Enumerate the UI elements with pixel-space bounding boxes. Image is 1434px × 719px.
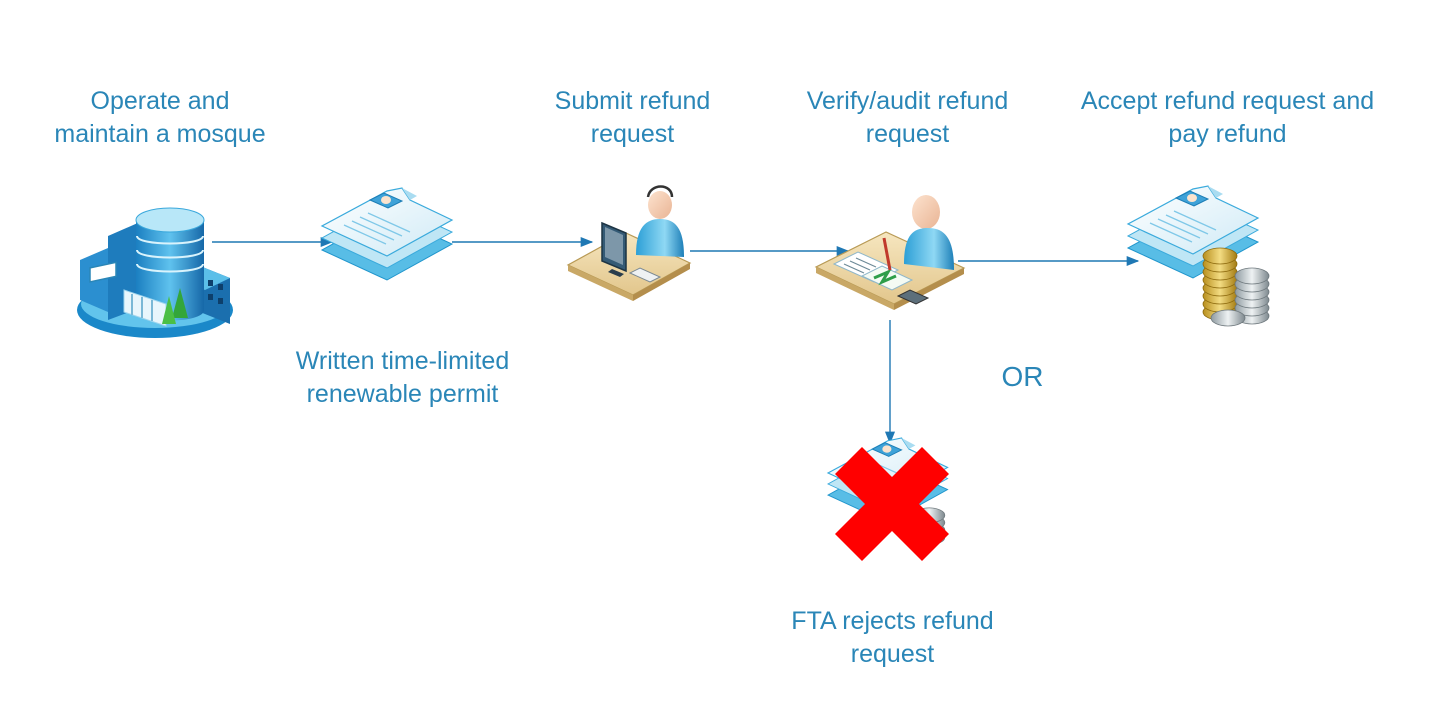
label-line: pay refund bbox=[1168, 120, 1287, 148]
refund-payment-icon bbox=[1127, 185, 1270, 327]
label-permit: Written time-limited renewable permit bbox=[270, 345, 535, 411]
label-line: Operate and bbox=[90, 87, 230, 115]
label-or: OR bbox=[1001, 361, 1044, 392]
label-line: request bbox=[850, 640, 935, 668]
label-operate-mosque: Operate and maintain a mosque bbox=[30, 85, 290, 151]
building-icon bbox=[77, 207, 233, 338]
label-verify-request: Verify/audit refund request bbox=[780, 85, 1035, 151]
operator-desk-icon bbox=[566, 185, 692, 301]
label-line: maintain a mosque bbox=[54, 120, 266, 148]
label-line: request bbox=[590, 120, 675, 148]
auditor-desk-icon bbox=[814, 195, 966, 310]
label-reject-request: FTA rejects refund request bbox=[760, 605, 1025, 671]
label-line: Submit refund bbox=[554, 87, 711, 115]
label-line: Accept refund request and bbox=[1080, 87, 1375, 115]
label-line: FTA rejects refund bbox=[791, 607, 994, 635]
label-submit-request: Submit refund request bbox=[520, 85, 745, 151]
label-accept-pay: Accept refund request and pay refund bbox=[1050, 85, 1405, 151]
label-line: Written time-limited bbox=[295, 347, 510, 375]
permit-document-icon bbox=[321, 187, 453, 281]
reject-cross-icon bbox=[835, 447, 949, 561]
label-line: renewable permit bbox=[306, 380, 499, 408]
label-line: Verify/audit refund bbox=[806, 87, 1009, 115]
label-line: request bbox=[865, 120, 950, 148]
